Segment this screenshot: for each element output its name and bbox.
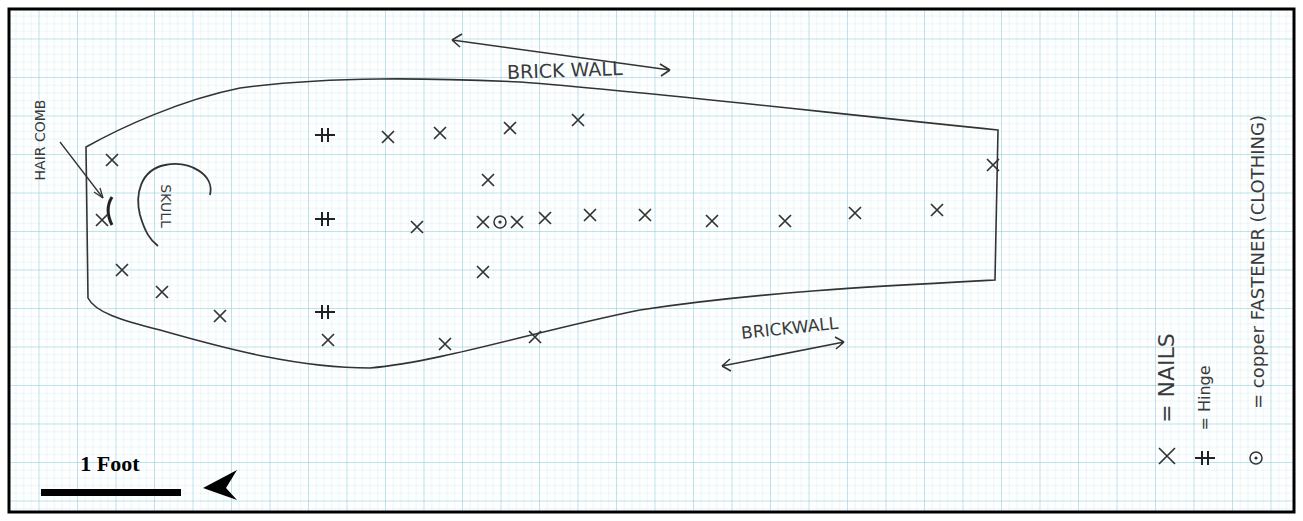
hinge-symbol bbox=[315, 128, 335, 142]
nail-symbol bbox=[529, 331, 541, 343]
legend-text: = NAILS bbox=[1156, 333, 1178, 423]
hinge-symbol bbox=[315, 212, 335, 226]
nail-symbol bbox=[572, 114, 584, 126]
comb-label: HAIR COMB bbox=[33, 100, 47, 181]
nail-symbol bbox=[849, 207, 861, 219]
nail-symbol bbox=[1159, 448, 1175, 464]
nail-symbol bbox=[779, 215, 791, 227]
scale-bar bbox=[41, 489, 181, 496]
nail-symbol bbox=[156, 286, 168, 298]
skull-label: SKULL bbox=[159, 184, 173, 228]
nail-symbol bbox=[477, 216, 489, 228]
wall-extent-arrow bbox=[722, 337, 844, 371]
fastener-symbol bbox=[1254, 456, 1257, 459]
nail-symbol bbox=[434, 127, 446, 139]
skull-outline bbox=[138, 164, 210, 246]
fastener-symbol bbox=[1250, 452, 1262, 464]
wall-label: BRICK WALL bbox=[507, 58, 623, 81]
nail-symbol bbox=[116, 264, 128, 276]
coffin-outline bbox=[86, 79, 998, 368]
hair-comb bbox=[108, 197, 112, 225]
nail-symbol bbox=[584, 209, 596, 221]
nail-symbol bbox=[504, 122, 516, 134]
legend-text: = Hinge bbox=[1197, 365, 1213, 430]
nail-symbol bbox=[511, 216, 523, 228]
graph-paper bbox=[10, 10, 1293, 511]
nail-symbol bbox=[439, 338, 451, 350]
nail-symbol bbox=[477, 266, 489, 278]
nail-symbol bbox=[639, 209, 651, 221]
nail-symbol bbox=[539, 212, 551, 224]
scale-label: 1 Foot bbox=[80, 453, 139, 475]
fastener-symbol bbox=[498, 220, 501, 223]
nail-symbol bbox=[96, 214, 108, 226]
arrow-head bbox=[94, 188, 103, 198]
hinge-symbol bbox=[315, 305, 335, 319]
nail-symbol bbox=[987, 159, 999, 171]
nail-symbol bbox=[706, 215, 718, 227]
nail-symbol bbox=[482, 174, 494, 186]
nail-symbol bbox=[382, 131, 394, 143]
nail-symbol bbox=[106, 154, 118, 166]
north-arrow bbox=[203, 470, 237, 500]
hinge-symbol bbox=[1195, 451, 1215, 465]
nail-symbol bbox=[214, 310, 226, 322]
nail-symbol bbox=[411, 221, 423, 233]
leader-line bbox=[60, 142, 103, 198]
fastener-symbol bbox=[494, 216, 506, 228]
frame bbox=[9, 9, 1294, 512]
nail-symbol bbox=[931, 204, 943, 216]
nail-symbol bbox=[322, 334, 334, 346]
legend-text: = copper FASTENER (CLOTHING) bbox=[1249, 115, 1267, 409]
